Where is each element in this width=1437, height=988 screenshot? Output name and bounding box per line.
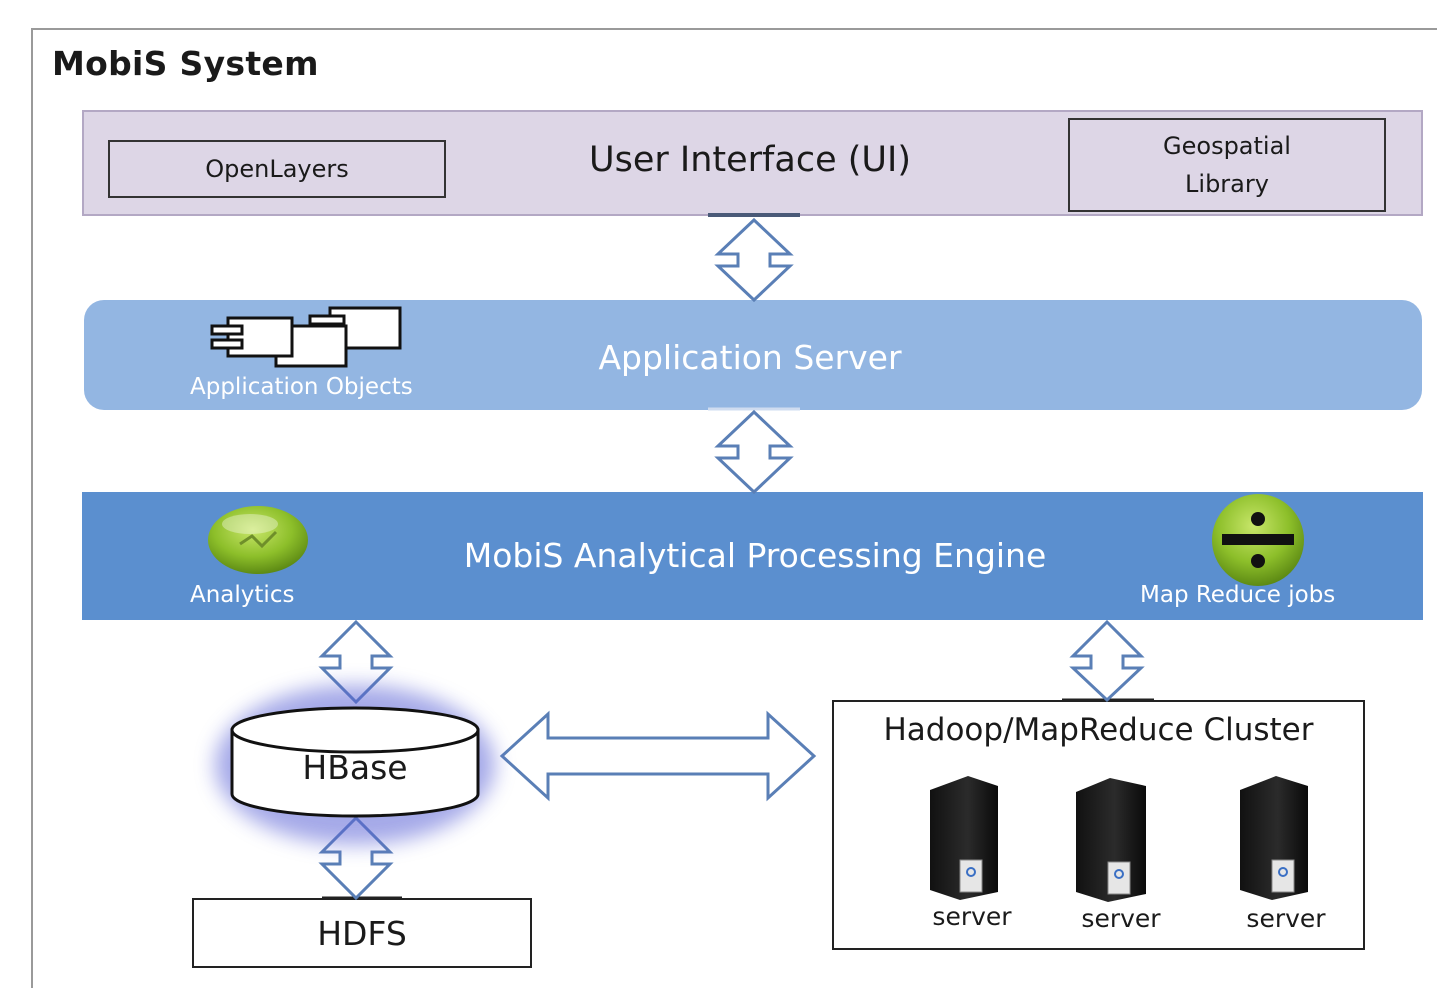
hbase-cylinder-icon: [230, 706, 480, 818]
server-tower-icon: [930, 776, 998, 900]
double-arrow-icon: [1069, 619, 1145, 703]
geospatial-library-box: Geospatial Library: [1068, 118, 1386, 212]
system-title: MobiS System: [52, 44, 319, 83]
diagram-graphics: [208, 213, 1308, 902]
processing-engine-band: [82, 492, 1423, 620]
map-reduce-icon: [1212, 494, 1304, 586]
hbase-label: HBase: [302, 748, 408, 787]
server-tower-icon: [1240, 776, 1308, 900]
server-label: server: [1081, 904, 1161, 933]
application-objects-icon: [210, 306, 402, 368]
server-tower-icon: [1076, 778, 1146, 902]
processing-engine-title: MobiS Analytical Processing Engine: [463, 536, 1047, 575]
openlayers-box: OpenLayers: [108, 140, 446, 198]
hadoop-cluster-title: Hadoop/MapReduce Cluster: [883, 712, 1314, 748]
analytics-icon: [208, 506, 308, 574]
system-frame: [31, 28, 1437, 988]
application-server-title: Application Server: [598, 338, 902, 377]
ui-layer-band: [82, 110, 1423, 216]
analytics-label: Analytics: [190, 582, 295, 608]
double-arrow-icon: [714, 409, 794, 495]
server-label: server: [932, 902, 1012, 931]
ui-layer-title: User Interface (UI): [589, 140, 911, 180]
application-objects-label: Application Objects: [190, 374, 413, 400]
server-label: server: [1246, 904, 1326, 933]
map-reduce-jobs-label: Map Reduce jobs: [1140, 582, 1336, 608]
horizontal-double-arrow-icon: [499, 710, 817, 802]
double-arrow-icon: [714, 217, 794, 303]
